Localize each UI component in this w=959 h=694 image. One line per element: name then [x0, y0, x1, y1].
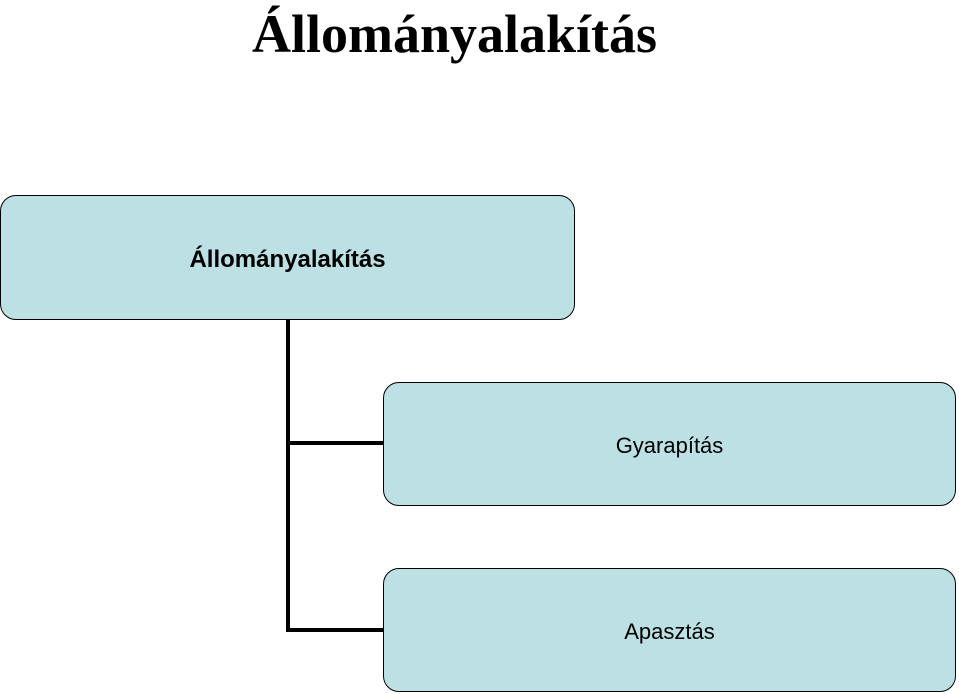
node-root-allomanyalakitas: Állományalakítás — [0, 195, 575, 320]
node-child-gyarapitas: Gyarapítás — [383, 382, 956, 506]
node-child-label: Gyarapítás — [615, 433, 724, 458]
node-child-label: Apasztás — [624, 619, 715, 644]
node-child-apasztas: Apasztás — [383, 568, 956, 692]
page-title: Állományalakítás — [251, 4, 658, 64]
node-root-label: Állományalakítás — [189, 245, 386, 273]
